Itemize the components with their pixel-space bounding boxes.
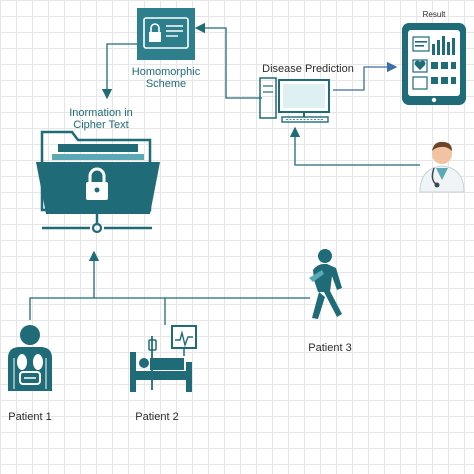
arrow-disease-to-result [333, 61, 398, 91]
doctor-icon [419, 141, 465, 193]
arrow-disease-to-homomorphic [194, 22, 262, 99]
homomorphic-scheme-node: Homomorphic Scheme [132, 8, 201, 90]
patient2-label: Patient 2 [135, 411, 178, 423]
patient3-node: Patient 3 [308, 249, 352, 354]
disease-prediction-node: Disease Prediction [259, 63, 354, 123]
computer-icon [259, 77, 330, 123]
patient3-label: Patient 3 [308, 342, 351, 354]
homomorphic-label-line1: Homomorphic [132, 66, 201, 78]
patient1-label: Patient 1 [8, 411, 51, 423]
injured-walking-patient-icon [309, 249, 342, 319]
arrow-doctor-to-disease [289, 126, 420, 166]
patient1-node: Patient 1 [8, 325, 52, 423]
result-label: Result [423, 10, 446, 19]
tablet-dashboard-icon [402, 23, 466, 105]
result-node: Result [402, 10, 466, 105]
patient2-node: Patient 2 [130, 325, 197, 423]
locked-folder-icon [36, 130, 160, 234]
disease-prediction-label: Disease Prediction [262, 63, 354, 75]
arrow-homomorphic-to-cipher [101, 43, 137, 100]
patients-bus-line [29, 297, 310, 320]
lock-card-icon [137, 8, 195, 60]
homomorphic-label-line2: Scheme [146, 78, 186, 90]
patient-anatomy-icon [8, 325, 52, 391]
cipher-text-node: Inormation in Cipher Text [36, 107, 160, 234]
cipher-label-line2: Cipher Text [73, 119, 128, 131]
cipher-label-line1: Inormation in [69, 107, 133, 119]
hospital-bed-monitor-icon [130, 325, 197, 392]
